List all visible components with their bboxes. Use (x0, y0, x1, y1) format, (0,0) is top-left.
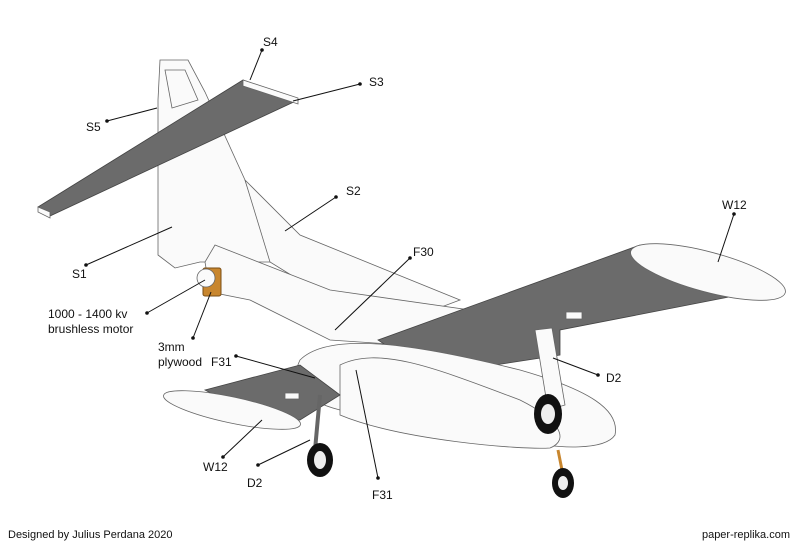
leader-lines (84, 48, 736, 480)
label-s1: S1 (72, 267, 87, 281)
label-plywood-line2: plywood (158, 355, 202, 369)
designer-credit: Designed by Julius Perdana 2020 (8, 529, 173, 541)
label-f30: F30 (413, 245, 434, 259)
label-w12-right: W12 (722, 198, 747, 212)
label-f31-left: F31 (211, 355, 232, 369)
label-s4: S4 (263, 35, 278, 49)
left-wing (163, 364, 341, 430)
site-credit: paper-replika.com (701, 529, 790, 541)
vertical-fin (157, 59, 273, 269)
landing-gear (307, 327, 574, 498)
label-motor-line2: brushless motor (48, 322, 133, 336)
label-d2-left: D2 (247, 476, 263, 490)
label-s3: S3 (369, 75, 384, 89)
fuselage (296, 342, 616, 449)
part-labels: S4 S3 S5 S2 W12 F30 S1 1000 - 1400 kv br… (48, 35, 747, 502)
label-s5: S5 (86, 120, 101, 134)
label-plywood-line1: 3mm (158, 340, 185, 354)
right-wing (377, 243, 786, 376)
label-f31-bottom: F31 (372, 488, 393, 502)
label-w12-left: W12 (203, 460, 228, 474)
label-motor-line1: 1000 - 1400 kv (48, 307, 127, 321)
brushless-motor (196, 268, 216, 288)
label-d2-right: D2 (606, 371, 622, 385)
label-s2: S2 (346, 184, 361, 198)
